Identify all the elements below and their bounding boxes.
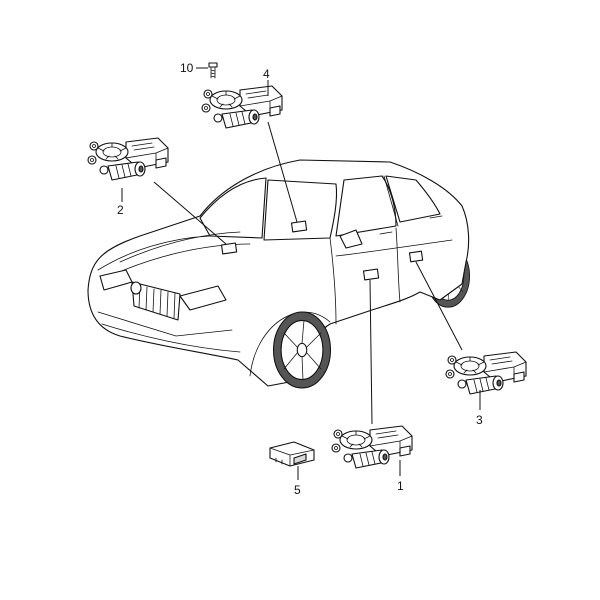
location-marker-4: [290, 220, 308, 233]
leader-lines: [121, 67, 481, 480]
location-marker-2: [220, 242, 238, 255]
front-grille: [131, 281, 181, 321]
side-mirror: [339, 229, 363, 249]
leader-1-to-car: [369, 279, 373, 425]
part-4-motor: [201, 85, 283, 129]
part-10-screw: [208, 62, 218, 79]
callout-5: 5: [294, 483, 301, 497]
part-2-motor: [87, 137, 169, 181]
leader-3-to-car: [415, 261, 463, 351]
headlight-right: [179, 285, 227, 311]
side-window-rear: [335, 175, 397, 237]
callout-2: 2: [117, 203, 124, 217]
callout-10: 10: [180, 61, 194, 75]
brand-emblem: [130, 281, 142, 295]
leader-2-to-car: [153, 181, 227, 245]
part-3-motor: [445, 351, 527, 395]
side-window-quarter: [385, 175, 441, 223]
callout-1: 1: [397, 479, 404, 493]
leader-4-to-car: [267, 121, 298, 223]
callout-4: 4: [263, 67, 270, 81]
car-illustration: [87, 159, 471, 389]
front-wheel: [272, 311, 332, 389]
location-marker-3: [408, 250, 424, 263]
location-marker-1: [362, 268, 380, 281]
part-5-module: [269, 441, 315, 467]
callout-labels: 10 4 2 3 1 5: [117, 61, 483, 497]
windshield: [199, 177, 267, 239]
callout-3: 3: [476, 413, 483, 427]
